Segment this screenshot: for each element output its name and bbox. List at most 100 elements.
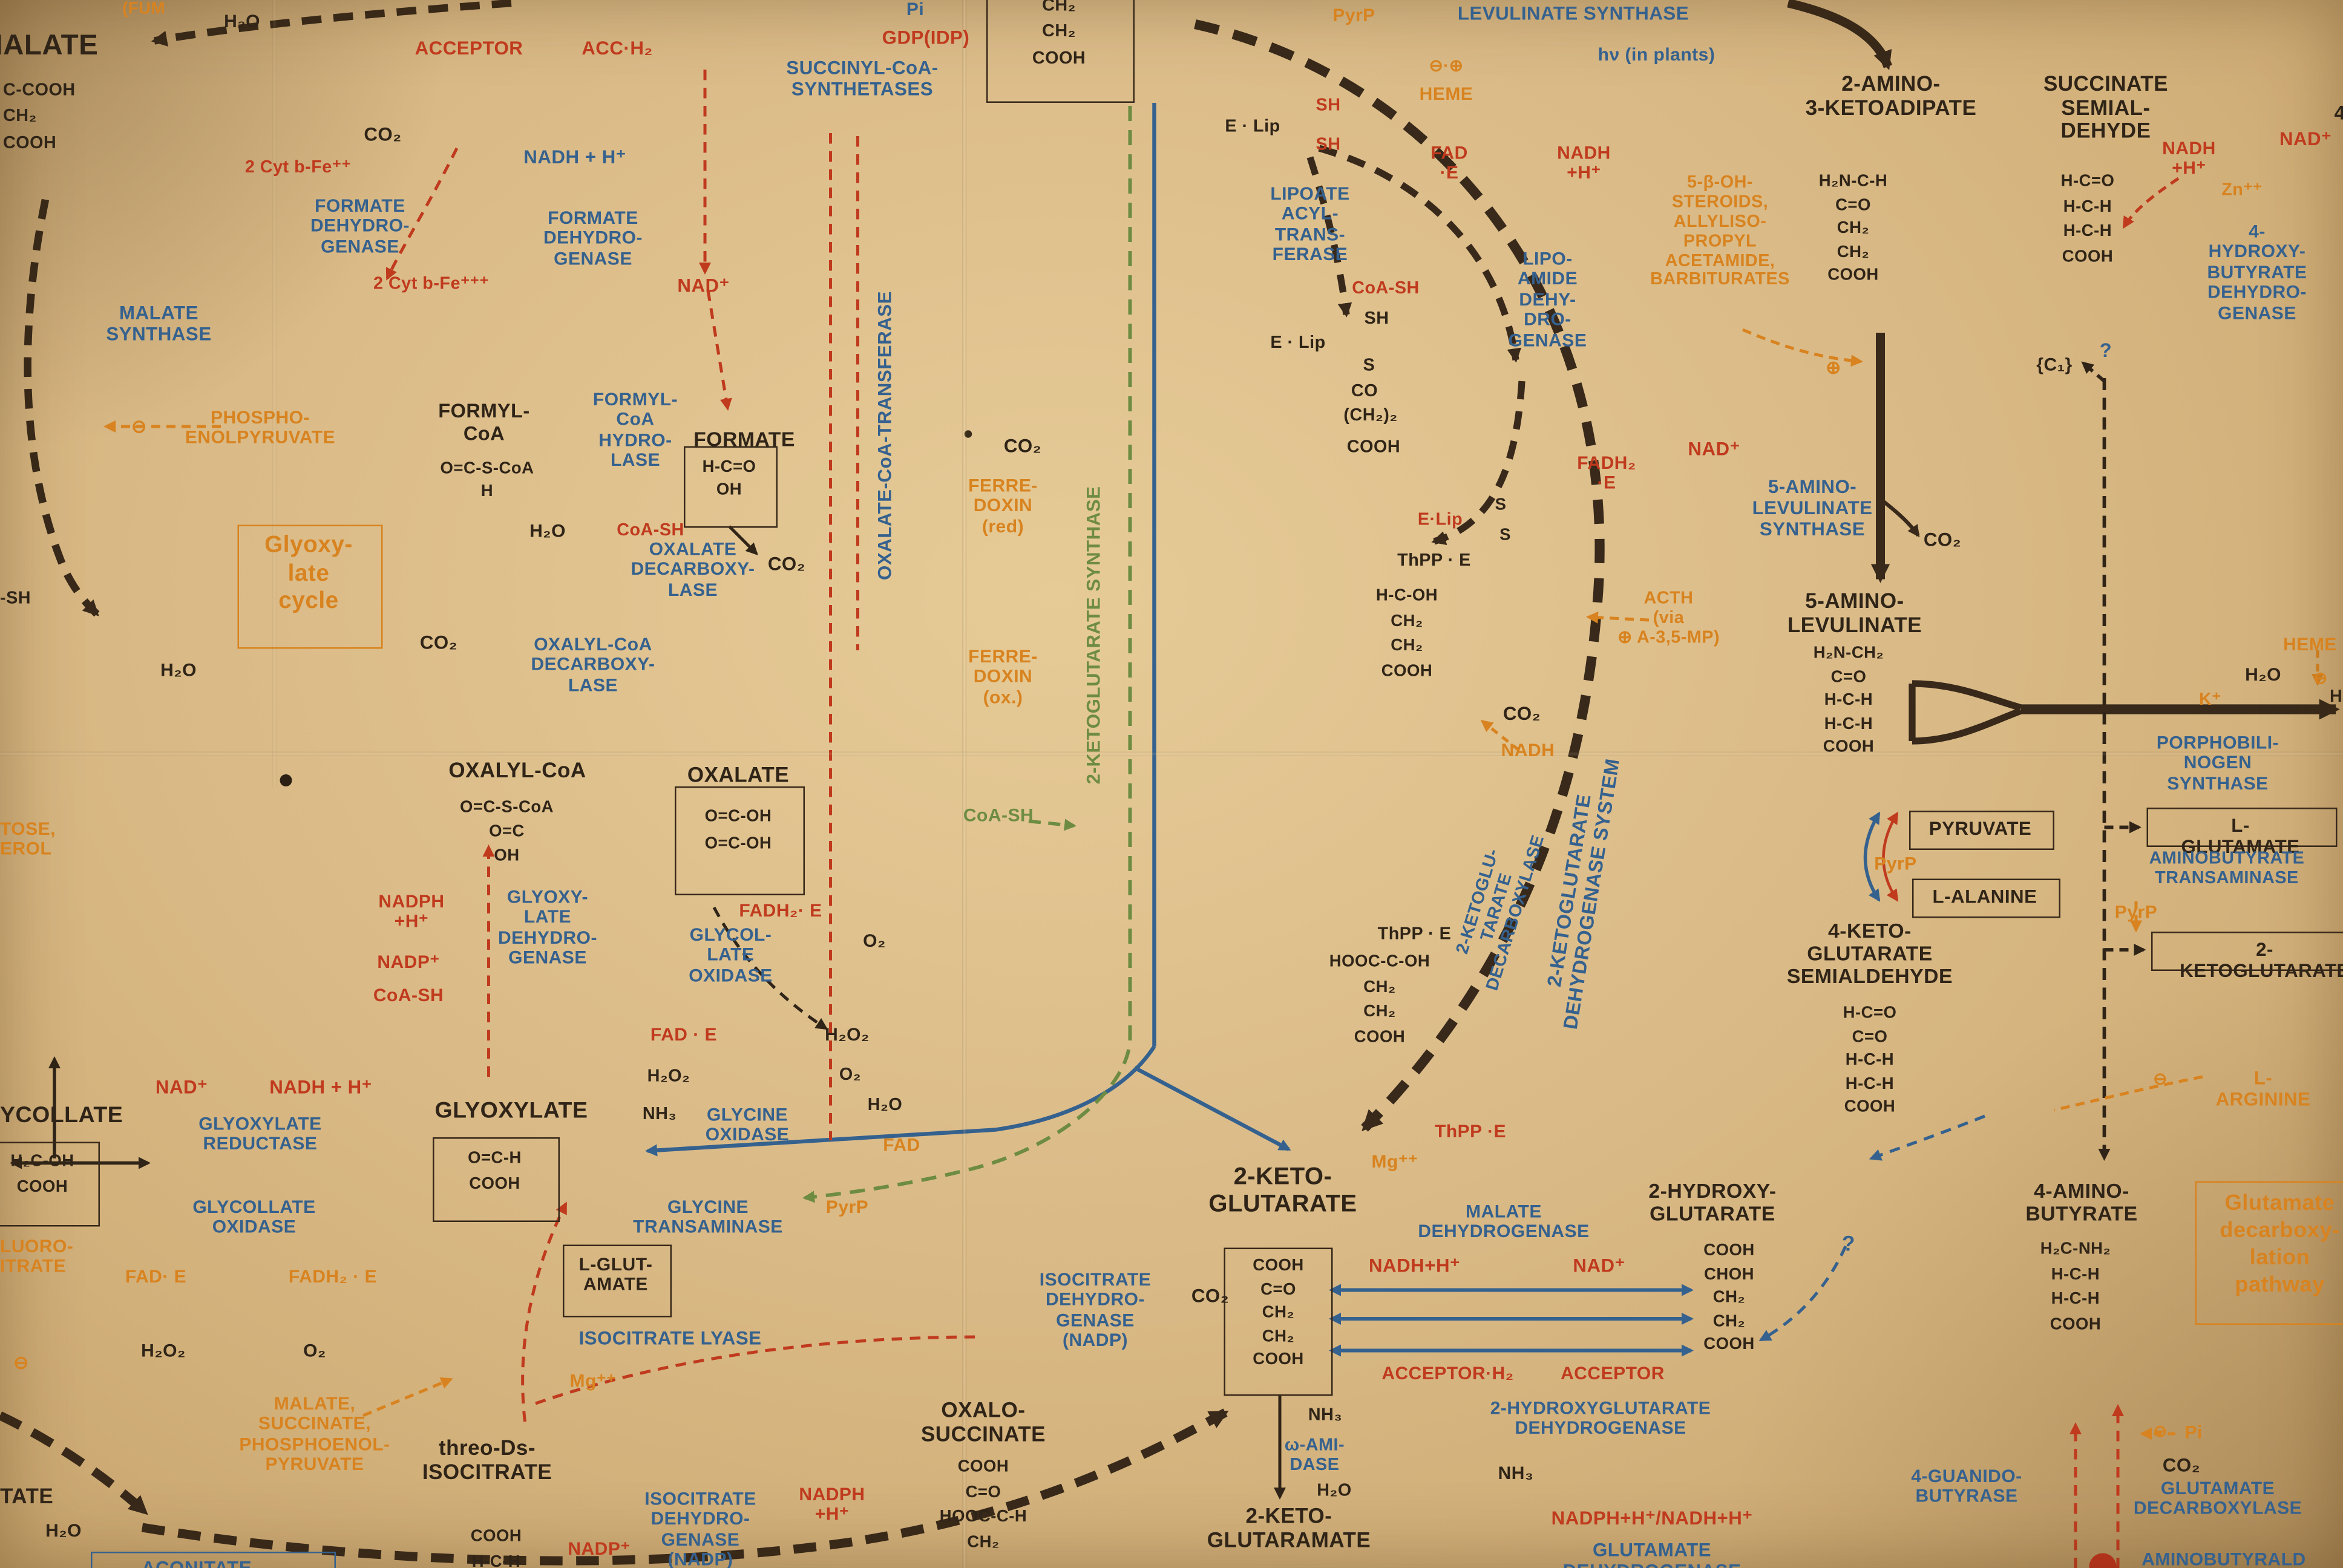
fork-prong-bottom [1912, 707, 2022, 745]
orange-steroids-arrow [1742, 328, 1863, 367]
cpd-2-hydroxyglutarate: 2-HYDROXY- GLUTARATE [1648, 1180, 1777, 1226]
note-fluoro-citrate: LUORO- ITRATE [0, 1235, 74, 1278]
cof-h2o-5: H₂O [45, 1520, 82, 1541]
sym-minus-arg: ⊖ [2153, 1071, 2168, 1089]
cof-co2-6: CO₂ [1923, 529, 1962, 550]
cof-o2-3: O₂ [303, 1340, 326, 1361]
note-malate-succinate-pep: MALATE, SUCCINATE, PHOSPHOENOL- PYRUVATE [239, 1393, 390, 1475]
str-glyoxylate: O=C-H COOH [468, 1149, 522, 1193]
cpd-formate: FORMATE [693, 428, 795, 451]
str-oxalate: O=C-OH O=C-OH [704, 808, 772, 852]
cpd-malate: MALATE [0, 30, 99, 62]
red-dot [2089, 1553, 2117, 1568]
str-s-1: S [1363, 357, 1375, 375]
enz-aminobutyraldehyde-dh: AMINOBUTYRALD DEHYDROGENASE [2141, 1549, 2306, 1568]
str-e-lip-3: E·Lip [1417, 511, 1463, 529]
cof-nadh-3: NADH +H⁺ [1557, 142, 1611, 184]
cof-pyrp-1: PyrP [825, 1196, 869, 1218]
enz-formate-dh-1: FORMATE DEHYDRO- GENASE [310, 195, 410, 257]
str-4-aminobutyrate: H₂C-NH₂ H-C-H H-C-H COOH [2040, 1240, 2111, 1333]
str-ch2-2: (CH₂)₂ [1343, 407, 1398, 425]
cpd-4-keto-glutarate-semialdehyde: 4-KETO- GLUTARATE SEMIALDEHYDE [1786, 920, 1953, 988]
cpd-l-alanine: L-ALANINE [1932, 886, 2037, 907]
str-5-ala: H₂N-CH₂ C=O H-C-H H-C-H COOH [1813, 644, 1884, 757]
enz-lipoate-acyltransferase: LIPOATE ACYL- TRANS- FERASE [1270, 183, 1350, 266]
enz-aminobutyrate-transaminase: AMINOBUTYRATE TRANSAMINASE [2149, 850, 2305, 888]
blue-to-glyoxylate [645, 1045, 1156, 1157]
orange-arginine-line [2054, 1075, 2203, 1112]
cpd-acc-h2: ACC·H₂ [582, 38, 653, 59]
cof-mg-1: Mg⁺⁺ [569, 1370, 617, 1391]
cof-fadh2-e-2: FADH₂ · E [288, 1266, 378, 1287]
cpd-4-aminobutyrate: 4-AMINO- BUTYRATE [2025, 1180, 2138, 1226]
str-succ-semialdehyde: H-C=O H-C-H H-C-H COOH [2060, 172, 2115, 266]
green-vertical [802, 106, 1132, 1203]
cpd-2-ketoglutaramate: 2-KETO- GLUTARAMATE [1207, 1503, 1371, 1552]
note-tose-erol: TOSE, EROL [0, 818, 56, 860]
cof-h2o2-1: H₂O₂ [825, 1024, 870, 1045]
cof-zn-1: Zn⁺⁺ [2221, 181, 2263, 200]
cpd-pep: PHOSPHO- ENOLPYRUVATE [185, 407, 336, 449]
c1-top-arrow [2081, 361, 2106, 383]
cpd-5-ala: 5-AMINO- LEVULINATE [1787, 588, 1922, 636]
cof-h2o-4: H₂O [867, 1096, 903, 1115]
enz-glycine-oxidase: GLYCINE OXIDASE [705, 1104, 790, 1146]
enz-lipoamide-dh: LIPO- AMIDE DEHY- DRO- GENASE [1508, 248, 1587, 351]
cof-nadph-nadh: NADPH+H⁺/NADH+H⁺ [1551, 1508, 1753, 1529]
cpd-oxalate: OXALATE [687, 762, 790, 786]
paper-speck-1 [280, 774, 292, 786]
cpd-glyoxylate: GLYOXYLATE [434, 1098, 588, 1124]
str-hoo-cut: HOO [2330, 688, 2343, 707]
enz-glyoxylate-reductase: GLYOXYLATE REDUCTASE [198, 1113, 322, 1155]
str-s-2: S [1495, 496, 1507, 514]
cof-nadph-2: NADPH +H⁺ [799, 1483, 865, 1526]
enz-omega-amidase: ω-AMI- DASE [1284, 1437, 1345, 1475]
blue-ala-transaminase [1863, 811, 1881, 902]
enz-4-guanido-butyrase: 4-GUANIDO- BUTYRASE [1911, 1465, 2022, 1508]
cof-fadh2-e-3: FADH₂ ·E [1577, 452, 1636, 494]
str-oxalyl-coa: O=C-S-CoA O=C OH [460, 799, 554, 865]
note-steroids: 5-β-OH- STEROIDS, ALLYLISO- PROPYL ACETA… [1650, 174, 1790, 290]
note-glyoxylate-cycle: Glyoxy- late cycle [264, 532, 353, 615]
cof-gdp-idp: GDP(IDP) [882, 27, 970, 48]
lipoate-arc-1 [1318, 145, 1522, 363]
cof-mg-2: Mg⁺⁺ [1371, 1151, 1418, 1172]
cpd-glycollate: YCOLLATE [0, 1102, 123, 1128]
cof-nh3-1: NH₃ [642, 1105, 677, 1124]
cof-co2-8: CO₂ [1191, 1285, 1230, 1307]
cpd-l-glutamate-small: L-GLUT- AMATE [578, 1253, 653, 1296]
orange-malate-inhibit [362, 1377, 453, 1417]
str-isocitrate: COOH H-C-H [470, 1527, 522, 1568]
cof-fad-e-3: FAD ·E [1430, 142, 1468, 184]
cof-nadh-2: NADH + H⁺ [269, 1077, 372, 1098]
cof-k-1: K⁺ [2199, 691, 2221, 710]
box-glutamate-decarb [2195, 1181, 2343, 1325]
cof-heme-2: HEME [2283, 633, 2337, 655]
str-hydroxy-thpp: H-C-OH CH₂ CH₂ COOH [1375, 587, 1438, 680]
cpd-2-ketoglutarate-boxed: 2-KETOGLUTARATE [2180, 939, 2343, 982]
cpd-2-amino-3-ketoadipate: 2-AMINO- 3-KETOADIPATE [1805, 71, 1977, 119]
box-l-alanine [1912, 878, 2060, 918]
box-glyoxylate [433, 1137, 560, 1222]
str-co: CO [1351, 382, 1378, 401]
blue-question-curve [1758, 1245, 1847, 1342]
box-glyoxylate-cycle [237, 524, 383, 649]
enz-oxalate-decarboxylase: OXALATE DECARBOXY- LASE [631, 538, 755, 601]
sym-question-1: ? [2099, 339, 2112, 362]
enz-glutamate-decarboxylase: GLUTAMATE DECARBOXYLASE [2133, 1477, 2302, 1520]
cpd-4-cut: 4- [2335, 102, 2343, 125]
enz-5-ala-synthase: 5-AMINO- LEVULINATE SYNTHASE [1752, 476, 1873, 540]
enz-2-hydroxyglutarate-dh: 2-HYDROXYGLUTARATE DEHYDROGENASE [1490, 1397, 1711, 1439]
str-formate: H-C=O OH [702, 458, 756, 500]
cpd-l-glutamate: L-GLUTAMATE [2181, 815, 2300, 858]
enz-formyl-coa-hydrolase: FORMYL- CoA HYDRO- LASE [592, 388, 678, 471]
orange-acth-arrow [1586, 611, 1650, 624]
cof-o2-1: O₂ [863, 930, 886, 952]
enz-oxalate-coa-transferase: OXALATE-CoA-TRANSFERASE [874, 291, 896, 580]
cof-h2o2-3: H₂O₂ [141, 1340, 186, 1361]
cof-nadh-1: NADH + H⁺ [523, 146, 626, 168]
str-e-lip-1: E · Lip [1225, 118, 1280, 136]
sym-minus-3: ⊖ [2313, 670, 2328, 688]
cpd-pyruvate: PYRUVATE [1928, 818, 2032, 840]
